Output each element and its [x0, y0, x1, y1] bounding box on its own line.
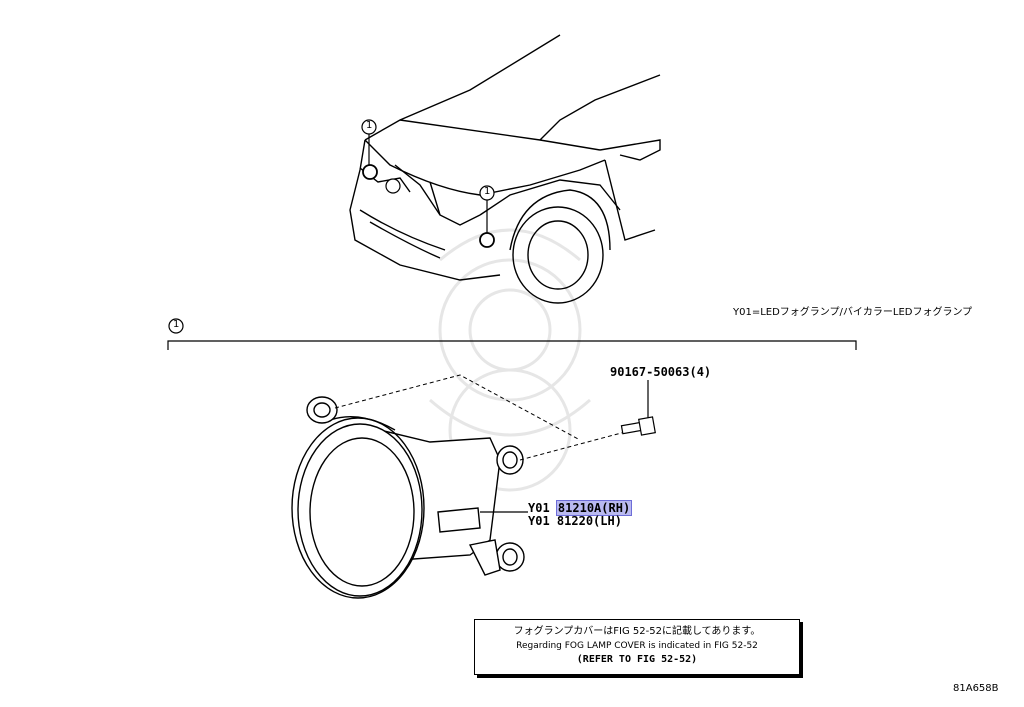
reference-note: フォグランプカバーはFIG 52-52に記載してあります。 Regarding …	[474, 619, 800, 675]
callout-circle-3	[168, 318, 184, 334]
watermark-emblem	[429, 228, 591, 492]
note-reference-link[interactable]: (REFER TO FIG 52-52)	[576, 654, 698, 665]
bolt-icon	[620, 416, 656, 436]
variant-code: Y01	[528, 514, 550, 528]
fog-lamp-assembly	[291, 396, 525, 599]
figure-id: 81A658B	[953, 683, 999, 694]
part-number-lh[interactable]: 81220(LH)	[556, 514, 622, 528]
variant-legend: Y01=LEDフォグランプ/バイカラーLEDフォグランプ	[733, 307, 973, 318]
callout-number-2: 1	[484, 186, 491, 197]
part-row-lh: Y01 81220(LH)	[528, 515, 622, 527]
part-row-rh: Y01 81210A(RH)	[528, 500, 633, 516]
marker-light-position	[385, 178, 401, 194]
bolt-part-number[interactable]: 90167-50063(4)	[610, 365, 712, 379]
alignment-dashes	[334, 374, 626, 461]
note-japanese: フォグランプカバーはFIG 52-52に記載してあります。	[513, 626, 761, 637]
fog-lamp-position-left	[362, 164, 378, 180]
note-english: Regarding FOG LAMP COVER is indicated in…	[516, 641, 758, 651]
fog-lamp-position-right	[479, 232, 495, 248]
part-number-rh[interactable]: 81210A(RH)	[555, 500, 633, 516]
vehicle-front-illustration	[349, 34, 661, 304]
callout-number-1: 1	[366, 120, 373, 131]
callout-number-3: 1	[173, 319, 180, 330]
callout-circle-2	[479, 185, 495, 201]
callout-circle-1	[361, 119, 377, 135]
variant-code: Y01	[528, 501, 550, 515]
group-bracket	[167, 340, 857, 350]
